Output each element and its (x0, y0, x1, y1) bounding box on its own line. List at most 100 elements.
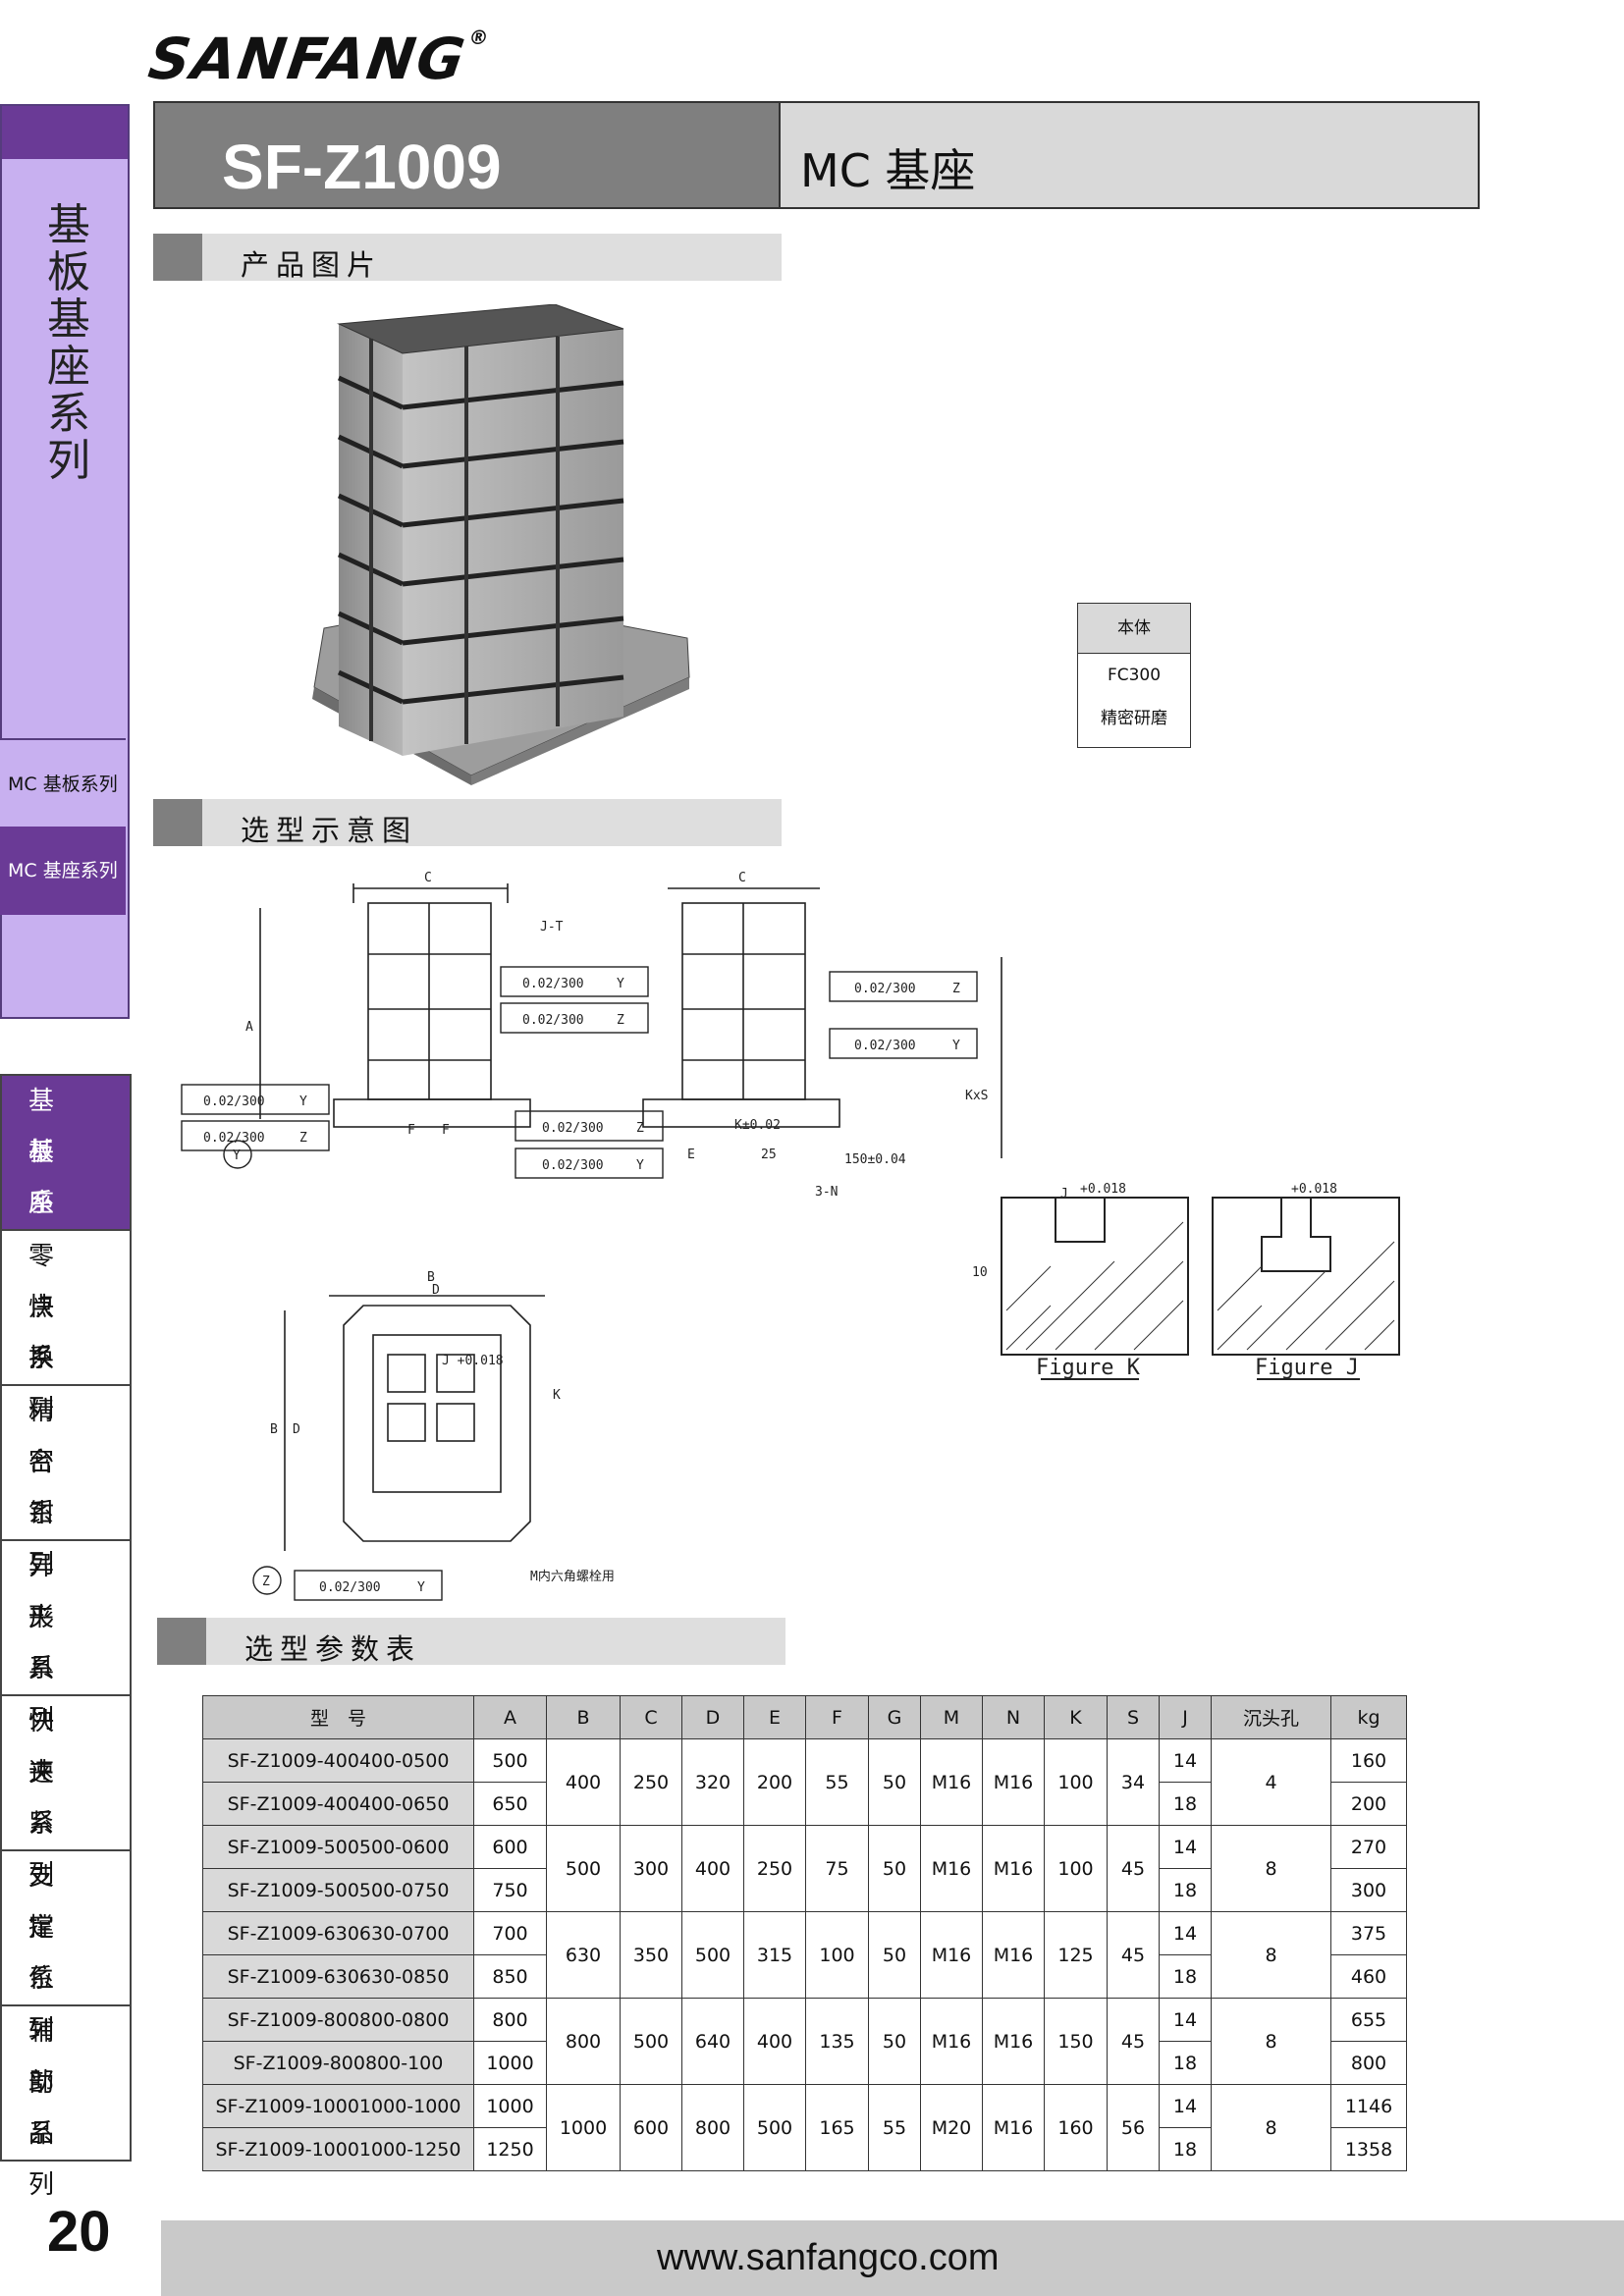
table-cell: 50 (868, 1911, 921, 1999)
table-cell: 270 (1330, 1825, 1407, 1869)
col-header: 沉头孔 (1211, 1695, 1331, 1739)
table-cell: 1000 (473, 2084, 547, 2128)
table-cell: 1250 (473, 2127, 547, 2171)
table-cell: 315 (743, 1911, 806, 1999)
section-diagram-header: 选型示意图 (153, 799, 782, 847)
table-cell: M16 (920, 1738, 983, 1826)
table-cell: 14 (1159, 1998, 1212, 2042)
table-cell: 650 (473, 1782, 547, 1826)
nav-group-support[interactable]: 支撑 定位 系列 (0, 1851, 132, 2045)
table-cell: 375 (1330, 1911, 1407, 1955)
table-cell: 160 (1330, 1738, 1407, 1783)
col-header: N (982, 1695, 1045, 1739)
table-cell: 800 (681, 2084, 744, 2171)
dim-label: C (738, 871, 746, 885)
dim-label: F (407, 1123, 415, 1138)
tol-label: 0.02/300 (203, 1131, 265, 1146)
datum-label: Z (617, 1013, 624, 1028)
table-cell: 18 (1159, 1782, 1212, 1826)
tol-label: 0.02/300 (542, 1121, 604, 1136)
table-cell: 50 (868, 1998, 921, 2085)
table-cell: SF-Z1009-500500-0750 (202, 1868, 474, 1912)
nav-line: 夹紧 (28, 1758, 90, 1839)
table-cell: 45 (1107, 1911, 1160, 1999)
nav-line: 系列 (28, 1189, 90, 1269)
datum-z-circle-label: Z (262, 1575, 270, 1589)
table-cell: 1358 (1330, 2127, 1407, 2171)
col-header: S (1107, 1695, 1160, 1739)
table-cell: 1146 (1330, 2084, 1407, 2128)
table-cell: 55 (805, 1738, 869, 1826)
table-cell: SF-Z1009-800800-100 (202, 2041, 474, 2085)
nav-line: 零点 (28, 1242, 90, 1322)
table-cell: 8 (1211, 1998, 1331, 2085)
table-cell: 100 (1044, 1825, 1108, 1912)
dim-label: M内六角螺栓用 (530, 1569, 615, 1584)
nav-group-special[interactable]: 异形 夹具 系列 (0, 1541, 132, 1735)
table-cell: 34 (1107, 1738, 1160, 1826)
table-cell: 500 (473, 1738, 547, 1783)
nav-line: 定位 (28, 1913, 90, 1994)
tol-label: 0.02/300 (854, 982, 916, 996)
nav-group-quick-clamp[interactable]: 快速 夹紧 系列 (0, 1696, 132, 1890)
table-cell: 1000 (546, 2084, 621, 2171)
table-cell: 630 (546, 1911, 621, 1999)
dim-label: F (442, 1123, 450, 1138)
sidebar-item-mc-plate[interactable]: MC 基板系列 (0, 738, 126, 827)
material-finish: 精密研磨 (1101, 709, 1167, 728)
nav-group-accessories[interactable]: 辅助 部品 系列 (0, 2006, 132, 2200)
nav-group-zero-point[interactable]: 零点 快换 系列 (0, 1231, 132, 1424)
table-cell: 45 (1107, 1998, 1160, 2085)
table-cell: 100 (805, 1911, 869, 1999)
table-cell: 460 (1330, 1954, 1407, 1999)
datum-label: Y (617, 977, 624, 991)
table-cell: 14 (1159, 1911, 1212, 1955)
table-cell: 500 (620, 1998, 682, 2085)
table-cell: 400 (743, 1998, 806, 2085)
tol-label: 0.02/300 (203, 1095, 265, 1109)
datum-label: Z (299, 1131, 307, 1146)
table-cell: 135 (805, 1998, 869, 2085)
dim-label: J-T (540, 920, 564, 934)
nav-line: 系列 (28, 1499, 90, 1579)
table-cell: 50 (868, 1825, 921, 1912)
table-cell: 250 (620, 1738, 682, 1826)
footer-bar: www.sanfangco.com (161, 2220, 1624, 2296)
table-cell: M16 (920, 1911, 983, 1999)
table-cell: 700 (473, 1911, 547, 1955)
col-header: E (743, 1695, 806, 1739)
dim-label: 10 (972, 1265, 988, 1280)
table-cell: 1000 (473, 2041, 547, 2085)
table-cell: 600 (473, 1825, 547, 1869)
tol-label: 0.02/300 (522, 977, 584, 991)
sidebar-item-mc-base[interactable]: MC 基座系列 (0, 827, 126, 915)
col-header: C (620, 1695, 682, 1739)
nav-line: 系列 (28, 1809, 90, 1890)
col-header: A (473, 1695, 547, 1739)
nav-line: 夹具 (28, 1603, 90, 1683)
table-cell: 350 (620, 1911, 682, 1999)
table-cell: 800 (546, 1998, 621, 2085)
tol-label: 0.02/300 (542, 1158, 604, 1173)
table-cell: SF-Z1009-800800-0800 (202, 1998, 474, 2042)
nav-group-base[interactable]: 基板 基座 系列 (0, 1074, 132, 1269)
dim-label: 3-N (815, 1185, 838, 1200)
col-header: B (546, 1695, 621, 1739)
figure-j-caption: Figure J (1255, 1356, 1359, 1380)
col-header: M (920, 1695, 983, 1739)
nav-line: 快换 (28, 1293, 90, 1373)
website-link[interactable]: www.sanfangco.com (657, 2237, 1000, 2278)
table-cell: SF-Z1009-630630-0850 (202, 1954, 474, 1999)
table-cell: 50 (868, 1738, 921, 1826)
table-cell: M16 (982, 1738, 1045, 1826)
nav-group-vise[interactable]: 精密 台钳 系列 (0, 1386, 132, 1579)
table-cell: SF-Z1009-10001000-1000 (202, 2084, 474, 2128)
table-cell: 600 (620, 2084, 682, 2171)
